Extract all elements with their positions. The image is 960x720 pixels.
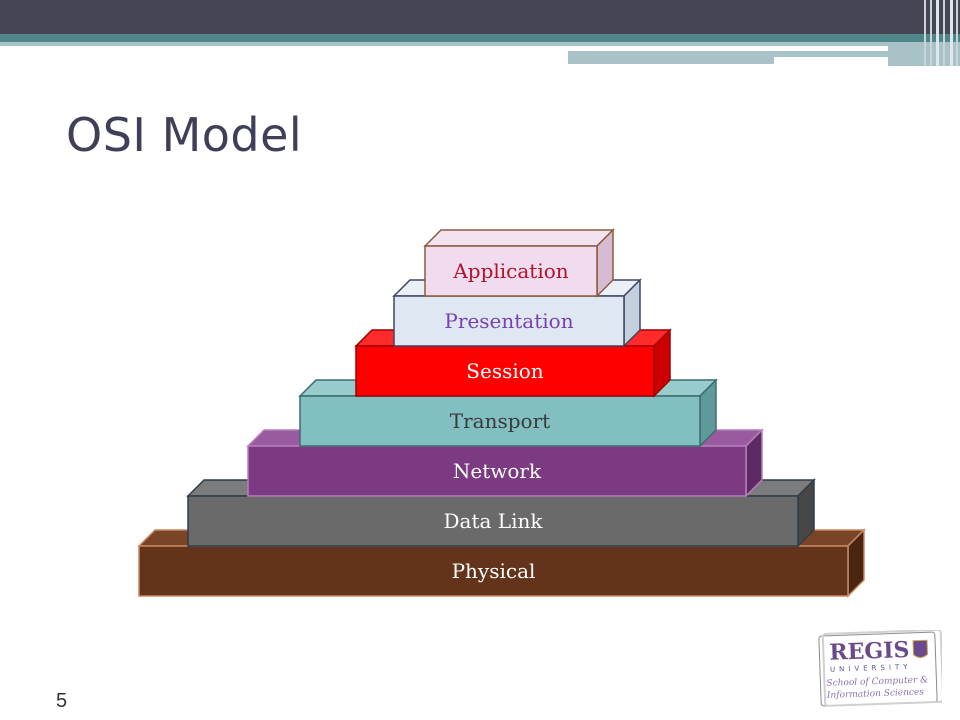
- slide-number: 5: [56, 690, 68, 712]
- slide-title: OSI Model: [66, 108, 303, 162]
- svg-text:Information Sciences: Information Sciences: [826, 687, 925, 700]
- osi-layer-label: Transport: [450, 409, 550, 433]
- regis-university-logo: REGIS UNIVERSITY School of Computer & In…: [818, 630, 942, 707]
- osi-layer-label: Data Link: [444, 509, 544, 533]
- osi-layer-application: Application: [423, 228, 615, 298]
- osi-layer-label: Network: [453, 459, 542, 483]
- svg-text:REGIS: REGIS: [829, 637, 910, 666]
- osi-layer-presentation: Presentation: [392, 278, 642, 348]
- osi-layer-label: Presentation: [444, 309, 573, 333]
- svg-text:UNIVERSITY: UNIVERSITY: [830, 663, 912, 674]
- osi-layer-physical-front: [138, 545, 849, 597]
- svg-text:School of Computer &: School of Computer &: [826, 675, 928, 689]
- osi-layer-data-link-front: [187, 495, 799, 547]
- osi-layer-label: Physical: [452, 559, 536, 583]
- osi-layer-label: Session: [466, 359, 544, 383]
- osi-layer-application-front: [424, 245, 598, 297]
- osi-layer-application-top: [423, 229, 615, 247]
- osi-layer-label: Application: [452, 259, 568, 283]
- osi-layer-presentation-front: [393, 295, 625, 347]
- top-decorative-band: [0, 0, 960, 66]
- osi-layer-transport-front: [299, 395, 701, 447]
